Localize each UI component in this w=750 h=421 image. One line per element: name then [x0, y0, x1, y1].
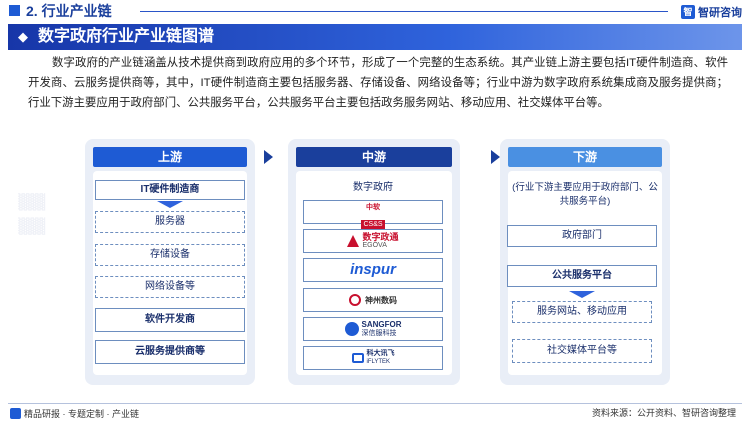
chevron-right-icon: [264, 150, 273, 164]
software-developer-label: 软件开发商: [145, 314, 195, 325]
cloud-provider-label: 云服务提供商等: [135, 346, 205, 357]
source-note: 资料来源：公开资料、智研咨询整理: [591, 408, 736, 418]
company-logo-name: SANGFOR: [361, 320, 402, 329]
upstream-sub-item: 服务器: [95, 211, 245, 233]
hardware-maker-label: IT硬件制造商: [140, 184, 200, 195]
public-service-platform-label: 公共服务平台: [552, 270, 612, 281]
downstream-sub-item-label: 服务网站、移动应用: [537, 306, 627, 317]
brand-logo-icon: 智: [681, 5, 695, 19]
brand-name: 智研咨询: [698, 7, 742, 19]
upstream-sub-item-label: 网络设备等: [145, 281, 195, 292]
watermark: ▓ ▓: [16, 193, 44, 235]
public-service-platform: 公共服务平台: [507, 265, 657, 287]
company-logo-name: 神州数码: [365, 295, 397, 305]
arrow-down-icon: [569, 291, 595, 298]
company-logo-icon: [349, 294, 361, 306]
downstream-note: (行业下游主要应用于政府部门、公共服务平台): [512, 182, 658, 207]
upstream-sub-item: 存储设备: [95, 244, 245, 266]
downstream-header: 下游: [508, 147, 662, 167]
company-logo-text: 数字政通 EGOVA: [362, 232, 398, 250]
downstream-sub-item-label: 社交媒体平台等: [547, 345, 617, 356]
footer-divider: [8, 403, 742, 404]
intro-paragraph: 数字政府的产业链涵盖从技术提供商到政府应用的多个环节，形成了一个完整的生态系统。…: [28, 57, 728, 109]
section-marker-icon: [9, 5, 20, 16]
company-logo: inspur: [303, 258, 443, 282]
company-logo: 科大讯飞 iFLYTEK: [303, 346, 443, 370]
company-logo-name: 数字政通: [362, 232, 399, 242]
brand-small-icon: [10, 408, 21, 419]
hardware-maker: IT硬件制造商: [95, 180, 245, 200]
downstream-sub-item: 社交媒体平台等: [512, 339, 652, 363]
company-logo-name: inspur: [350, 261, 396, 278]
brand-logo: 智 智研咨询: [681, 4, 742, 20]
software-developer: 软件开发商: [95, 308, 245, 332]
midstream-label: 数字政府: [353, 182, 393, 193]
arrow-down-icon: [157, 201, 183, 208]
government-department: 政府部门: [507, 225, 657, 247]
company-logo-sub: CS&S: [361, 220, 385, 229]
company-logo-icon: [351, 353, 364, 363]
company-logo: SANGFOR 深信服科技: [303, 317, 443, 341]
company-logo-icon: [344, 322, 359, 336]
government-department-label: 政府部门: [562, 230, 602, 241]
company-logo-text: SANGFOR 深信服科技: [362, 320, 402, 338]
company-logo-sub: EGOVA: [362, 242, 387, 249]
divider: [140, 11, 668, 12]
title-banner: ◆ 数字政府行业产业链图谱: [8, 24, 742, 50]
upstream-sub-item: 网络设备等: [95, 276, 245, 298]
company-logo-sub: iFLYTEK: [366, 359, 391, 365]
upstream-sub-item-label: 服务器: [155, 216, 185, 227]
upstream-sub-item-label: 存储设备: [150, 249, 190, 260]
company-logo-name: 中软: [366, 204, 380, 211]
footer-left: 精品研报 · 专题定制 · 产业链: [10, 407, 139, 420]
top-bar: 2. 行业产业链 智 智研咨询: [0, 0, 750, 24]
downstream-sub-item: 服务网站、移动应用: [512, 301, 652, 323]
midstream-header: 中游: [296, 147, 452, 167]
upstream-header: 上游: [93, 147, 247, 167]
company-logo-sub: 深信服科技: [361, 330, 397, 337]
section-title: 2. 行业产业链: [26, 3, 112, 19]
page-title: 数字政府行业产业链图谱: [38, 28, 215, 45]
diamond-icon: ◆: [18, 29, 28, 44]
company-logo: 中软 CS&S: [303, 200, 443, 229]
cloud-provider: 云服务提供商等: [95, 340, 245, 364]
company-logo: 数字政通 EGOVA: [303, 229, 443, 253]
company-logo-icon: [347, 235, 360, 247]
company-logo-name: 科大讯飞: [366, 350, 395, 357]
company-logo: 神州数码: [303, 288, 443, 312]
company-logo-text: 科大讯飞 iFLYTEK: [367, 350, 395, 366]
chevron-right-icon: [491, 150, 500, 164]
footer-left-text: 精品研报 · 专题定制 · 产业链: [24, 409, 139, 419]
